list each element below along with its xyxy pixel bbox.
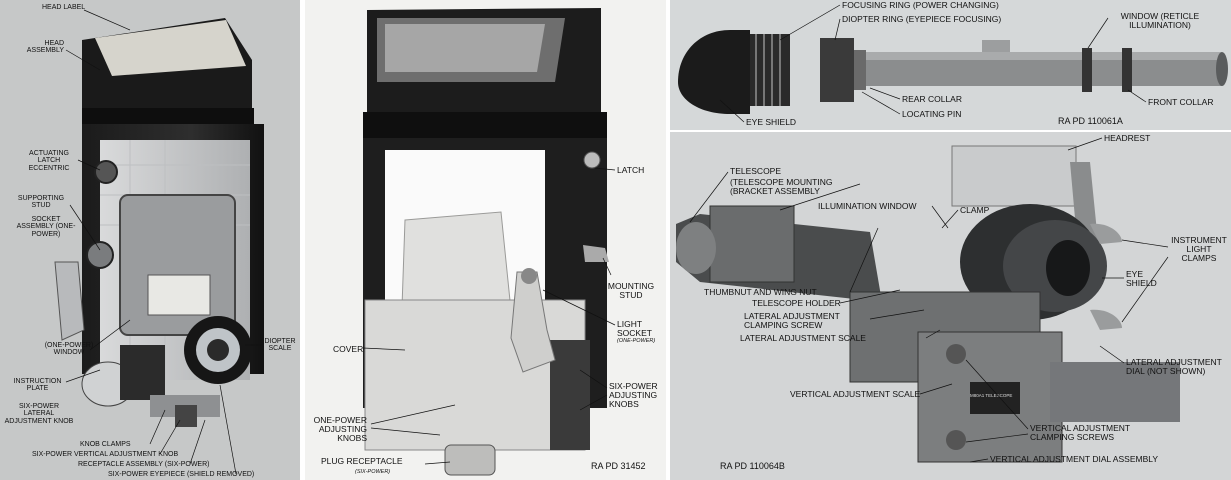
label-headrest: HEADREST (1104, 133, 1151, 143)
label-six-power-vertical: SIX-POWER VERTICAL ADJUSTMENT KNOB (32, 451, 179, 458)
label-instrument-light-clamps: INSTRUMENT LIGHT CLAMPS (1171, 235, 1227, 263)
label-lateral-clamping: LATERAL ADJUSTMENT CLAMPING SCREW (744, 311, 840, 330)
label-eye-shield-p4: EYE SHIELD (1126, 269, 1157, 288)
figure-code-panel4: RA PD 110064B (720, 461, 785, 471)
label-plug-receptacle: PLUG RECEPTACLE (321, 456, 403, 466)
figure-periscope-front: HEAD LABEL HEAD ASSEMBLY ACTUATING LATCH… (0, 0, 300, 480)
label-six-power-lateral: SIX-POWER LATERAL ADJUSTMENT KNOB (4, 403, 74, 425)
label-mounting-stud: MOUNTING STUD (607, 281, 655, 300)
figure-telescope-side: FOCUSING RING (POWER CHANGING) DIOPTER R… (670, 0, 1231, 130)
figure-telescope-mount: HEADREST TELESCOPE (TELESCOPE MOUNTING (… (670, 132, 1231, 480)
figure-periscope-rear: LATCH MOUNTING STUD COVER LIGHT SOCKET (… (305, 0, 666, 480)
label-telescope-holder: TELESCOPE HOLDER (752, 298, 841, 308)
label-head-label: HEAD LABEL (42, 4, 86, 11)
figure-code-panel3: RA PD 110061A (1058, 116, 1123, 126)
telescope-side-illustration (678, 30, 1228, 114)
label-latch: LATCH (617, 165, 645, 175)
label-lateral-scale: LATERAL ADJUSTMENT SCALE (740, 333, 866, 343)
label-illumination-window: ILLUMINATION WINDOW (818, 201, 917, 211)
label-vertical-dial: VERTICAL ADJUSTMENT DIAL ASSEMBLY (990, 454, 1159, 464)
label-vertical-scale: VERTICAL ADJUSTMENT SCALE (790, 389, 921, 399)
label-focusing-ring: FOCUSING RING (POWER CHANGING) (842, 0, 999, 10)
figure-code-panel2: RA PD 31452 (591, 461, 646, 471)
label-six-power-eyepiece: SIX-POWER EYEPIECE (SHIELD REMOVED) (108, 471, 255, 478)
label-six-power-knobs: SIX-POWER ADJUSTING KNOBS (609, 381, 658, 409)
label-supporting-stud: SUPPORTING STUD (17, 195, 65, 210)
label-receptacle-assembly: RECEPTACLE ASSEMBLY (SIX-POWER) (78, 461, 210, 468)
label-lateral-dial: LATERAL ADJUSTMENT DIAL (NOT SHOWN) (1126, 357, 1222, 376)
label-plug-receptacle-sub: (SIX-POWER) (355, 469, 391, 475)
periscope-rear-illustration (363, 8, 609, 476)
label-telescope-mounting: (TELESCOPE MOUNTING (BRACKET ASSEMBLY (730, 177, 833, 196)
label-cover: COVER (333, 344, 364, 354)
label-diopter-scale: DIOPTER SCALE (264, 338, 296, 353)
label-vertical-clamping: VERTICAL ADJUSTMENT CLAMPING SCREWS (1030, 423, 1130, 442)
label-one-power-knobs: ONE-POWER ADJUSTING KNOBS (313, 415, 367, 443)
label-clamp: CLAMP (960, 205, 990, 215)
label-actuating-latch: ACTUATING LATCH ECCENTRIC (28, 150, 70, 172)
label-light-socket-sub: (ONE-POWER) (617, 338, 656, 344)
label-instruction-plate: INSTRUCTION PLATE (13, 378, 62, 393)
label-eye-shield-p3: EYE SHIELD (746, 117, 797, 127)
label-telescope: TELESCOPE (730, 166, 782, 176)
label-diopter-ring: DIOPTER RING (EYEPIECE FOCUSING) (842, 14, 1002, 24)
label-thumbnut: THUMBNUT AND WING NUT (704, 287, 817, 297)
periscope-front-illustration (54, 18, 264, 427)
label-head-assembly: HEAD ASSEMBLY (26, 40, 64, 55)
label-light-socket: LIGHT SOCKET (617, 319, 652, 338)
label-plate-text: M80A1 TELESCOPE (970, 393, 1013, 398)
label-window: WINDOW (RETICLE ILLUMINATION) (1120, 11, 1200, 30)
label-one-power-window: (ONE-POWER) WINDOW (44, 342, 94, 357)
label-locating-pin: LOCATING PIN (902, 109, 962, 119)
label-rear-collar: REAR COLLAR (902, 94, 962, 104)
label-front-collar: FRONT COLLAR (1148, 97, 1214, 107)
label-socket-assembly: SOCKET ASSEMBLY (ONE-POWER) (16, 216, 76, 238)
label-knob-clamps: KNOB CLAMPS (80, 441, 131, 448)
